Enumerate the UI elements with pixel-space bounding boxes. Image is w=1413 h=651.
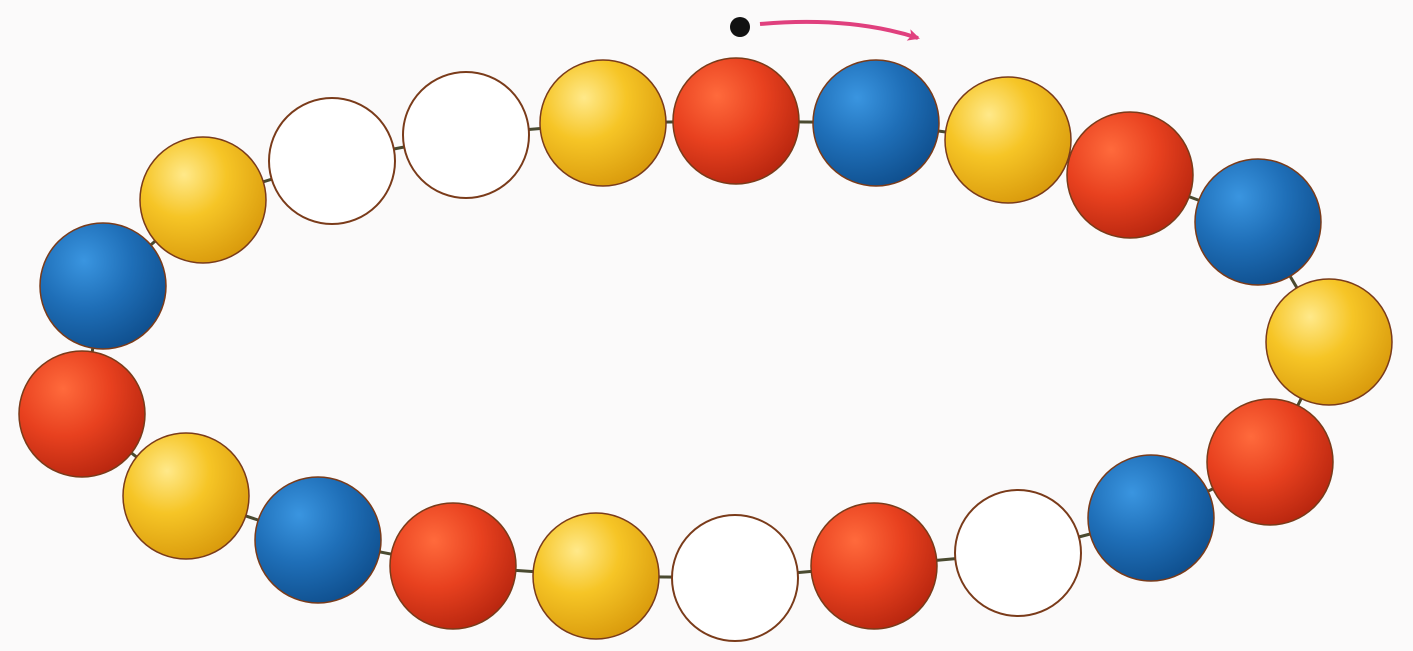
bead-top-4-yellow [944,76,1072,204]
bead-right-3-yellow [1265,278,1393,406]
bead-right-2-blue [1194,158,1322,286]
bead-bottom-3-red [810,502,938,630]
bead-top-3-blue [812,59,940,187]
bead-bottom-1-blue [1087,454,1215,582]
bead-right-1-red [1066,111,1194,239]
bead-top-1-yellow [539,59,667,187]
bead-bottom-7-blue [254,476,382,604]
beads-layer [18,57,1393,642]
bead-top-6-empty[interactable] [402,71,530,199]
bead-bottom-5-yellow [532,512,660,640]
bead-bottom-4-empty[interactable] [671,514,799,642]
bead-bottom-2-empty[interactable] [954,489,1082,617]
bead-right-4-red [1206,398,1334,526]
clockwise-direction-arrow [759,19,920,41]
bead-left-4-yellow [139,136,267,264]
bead-top-2-red [672,57,800,185]
bead-left-1-yellow [122,432,250,560]
bead-top-5-empty[interactable] [268,97,396,225]
bead-left-2-red [18,350,146,478]
bead-bottom-6-red [389,502,517,630]
bead-left-3-blue [39,222,167,350]
start-marker [730,17,920,41]
start-dot [730,17,750,37]
